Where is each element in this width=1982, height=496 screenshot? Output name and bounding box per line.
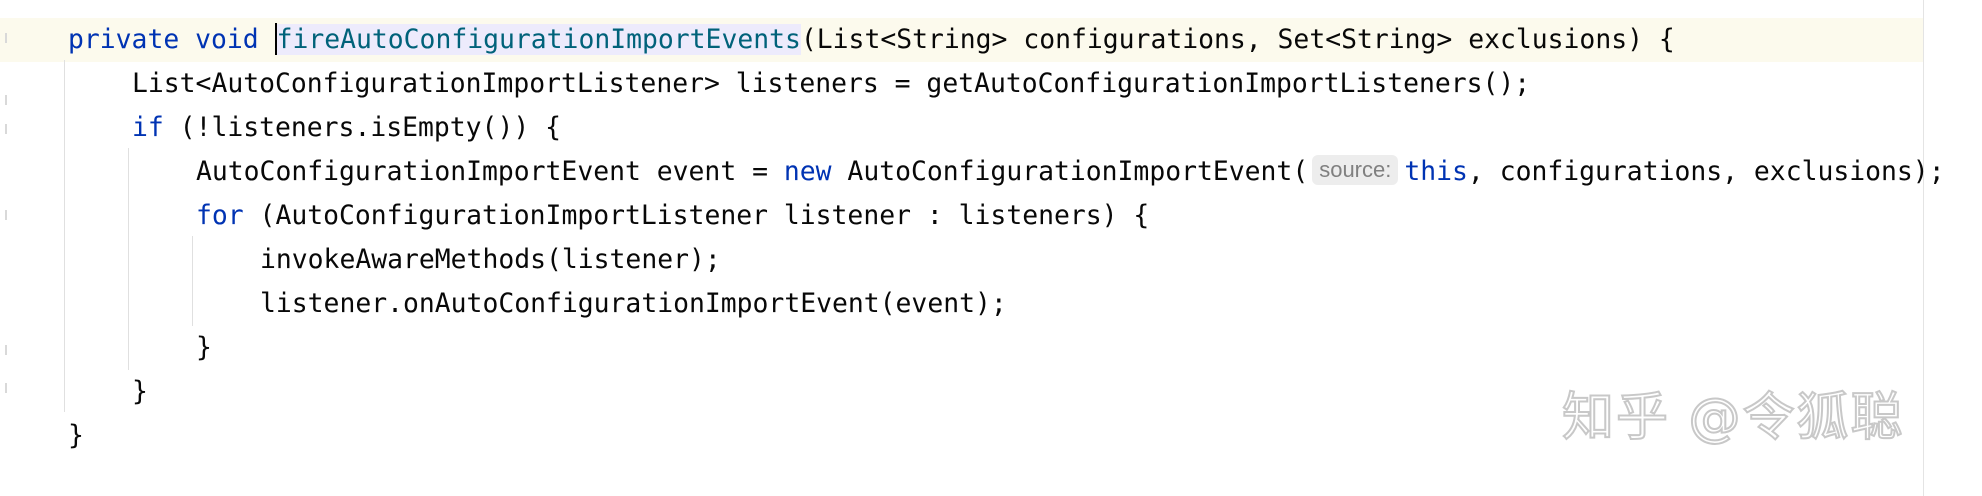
fold-marker[interactable]: [5, 210, 7, 220]
code-line[interactable]: for (AutoConfigurationImportListener lis…: [196, 194, 1149, 238]
code-line[interactable]: }: [68, 414, 84, 458]
code-line[interactable]: private void fireAutoConfigurationImport…: [68, 18, 1675, 62]
code-line[interactable]: if (!listeners.isEmpty()) {: [132, 106, 561, 150]
code-line[interactable]: }: [196, 326, 212, 370]
indent-guide: [192, 236, 193, 326]
gutter-marker: [5, 95, 7, 105]
code-token: }: [132, 376, 148, 407]
code-token: }: [68, 420, 84, 451]
keyword-token: for: [196, 200, 244, 231]
keyword-token: this: [1404, 156, 1468, 187]
right-margin-guide: [1923, 0, 1924, 496]
code-token: AutoConfigurationImportEvent(: [831, 156, 1309, 187]
code-line[interactable]: listener.onAutoConfigurationImportEvent(…: [260, 282, 1007, 326]
fold-marker[interactable]: [5, 345, 7, 355]
code-token: AutoConfigurationImportEvent event =: [196, 156, 784, 187]
fold-marker[interactable]: [5, 124, 7, 134]
keyword-token: if: [132, 112, 164, 143]
method-name-token: fireAutoConfigurationImportEvents: [276, 24, 801, 55]
code-token: (!listeners.isEmpty()) {: [163, 112, 561, 143]
code-line[interactable]: invokeAwareMethods(listener);: [260, 238, 721, 282]
code-line[interactable]: AutoConfigurationImportEvent event = new…: [196, 150, 1945, 194]
code-line[interactable]: }: [132, 370, 148, 414]
code-token: (List<String> configurations, Set<String…: [800, 24, 1675, 55]
code-token: , configurations, exclusions);: [1467, 156, 1945, 187]
keyword-token: private void: [68, 24, 275, 55]
code-token: List<AutoConfigurationImportListener> li…: [132, 68, 1531, 99]
indent-guide: [128, 148, 129, 370]
watermark: 知乎 @令狐聪: [1561, 387, 1905, 449]
code-token: (AutoConfigurationImportListener listene…: [243, 200, 1150, 231]
fold-marker[interactable]: [5, 33, 7, 43]
keyword-token: new: [783, 156, 832, 187]
code-token: listener.onAutoConfigurationImportEvent(…: [260, 288, 1007, 319]
parameter-hint: source:: [1312, 154, 1399, 185]
code-line[interactable]: List<AutoConfigurationImportListener> li…: [132, 62, 1530, 106]
text-caret: [274, 22, 277, 55]
fold-marker[interactable]: [5, 383, 7, 393]
indent-guide: [64, 60, 65, 412]
code-token: }: [196, 332, 212, 363]
code-token: invokeAwareMethods(listener);: [260, 244, 721, 275]
